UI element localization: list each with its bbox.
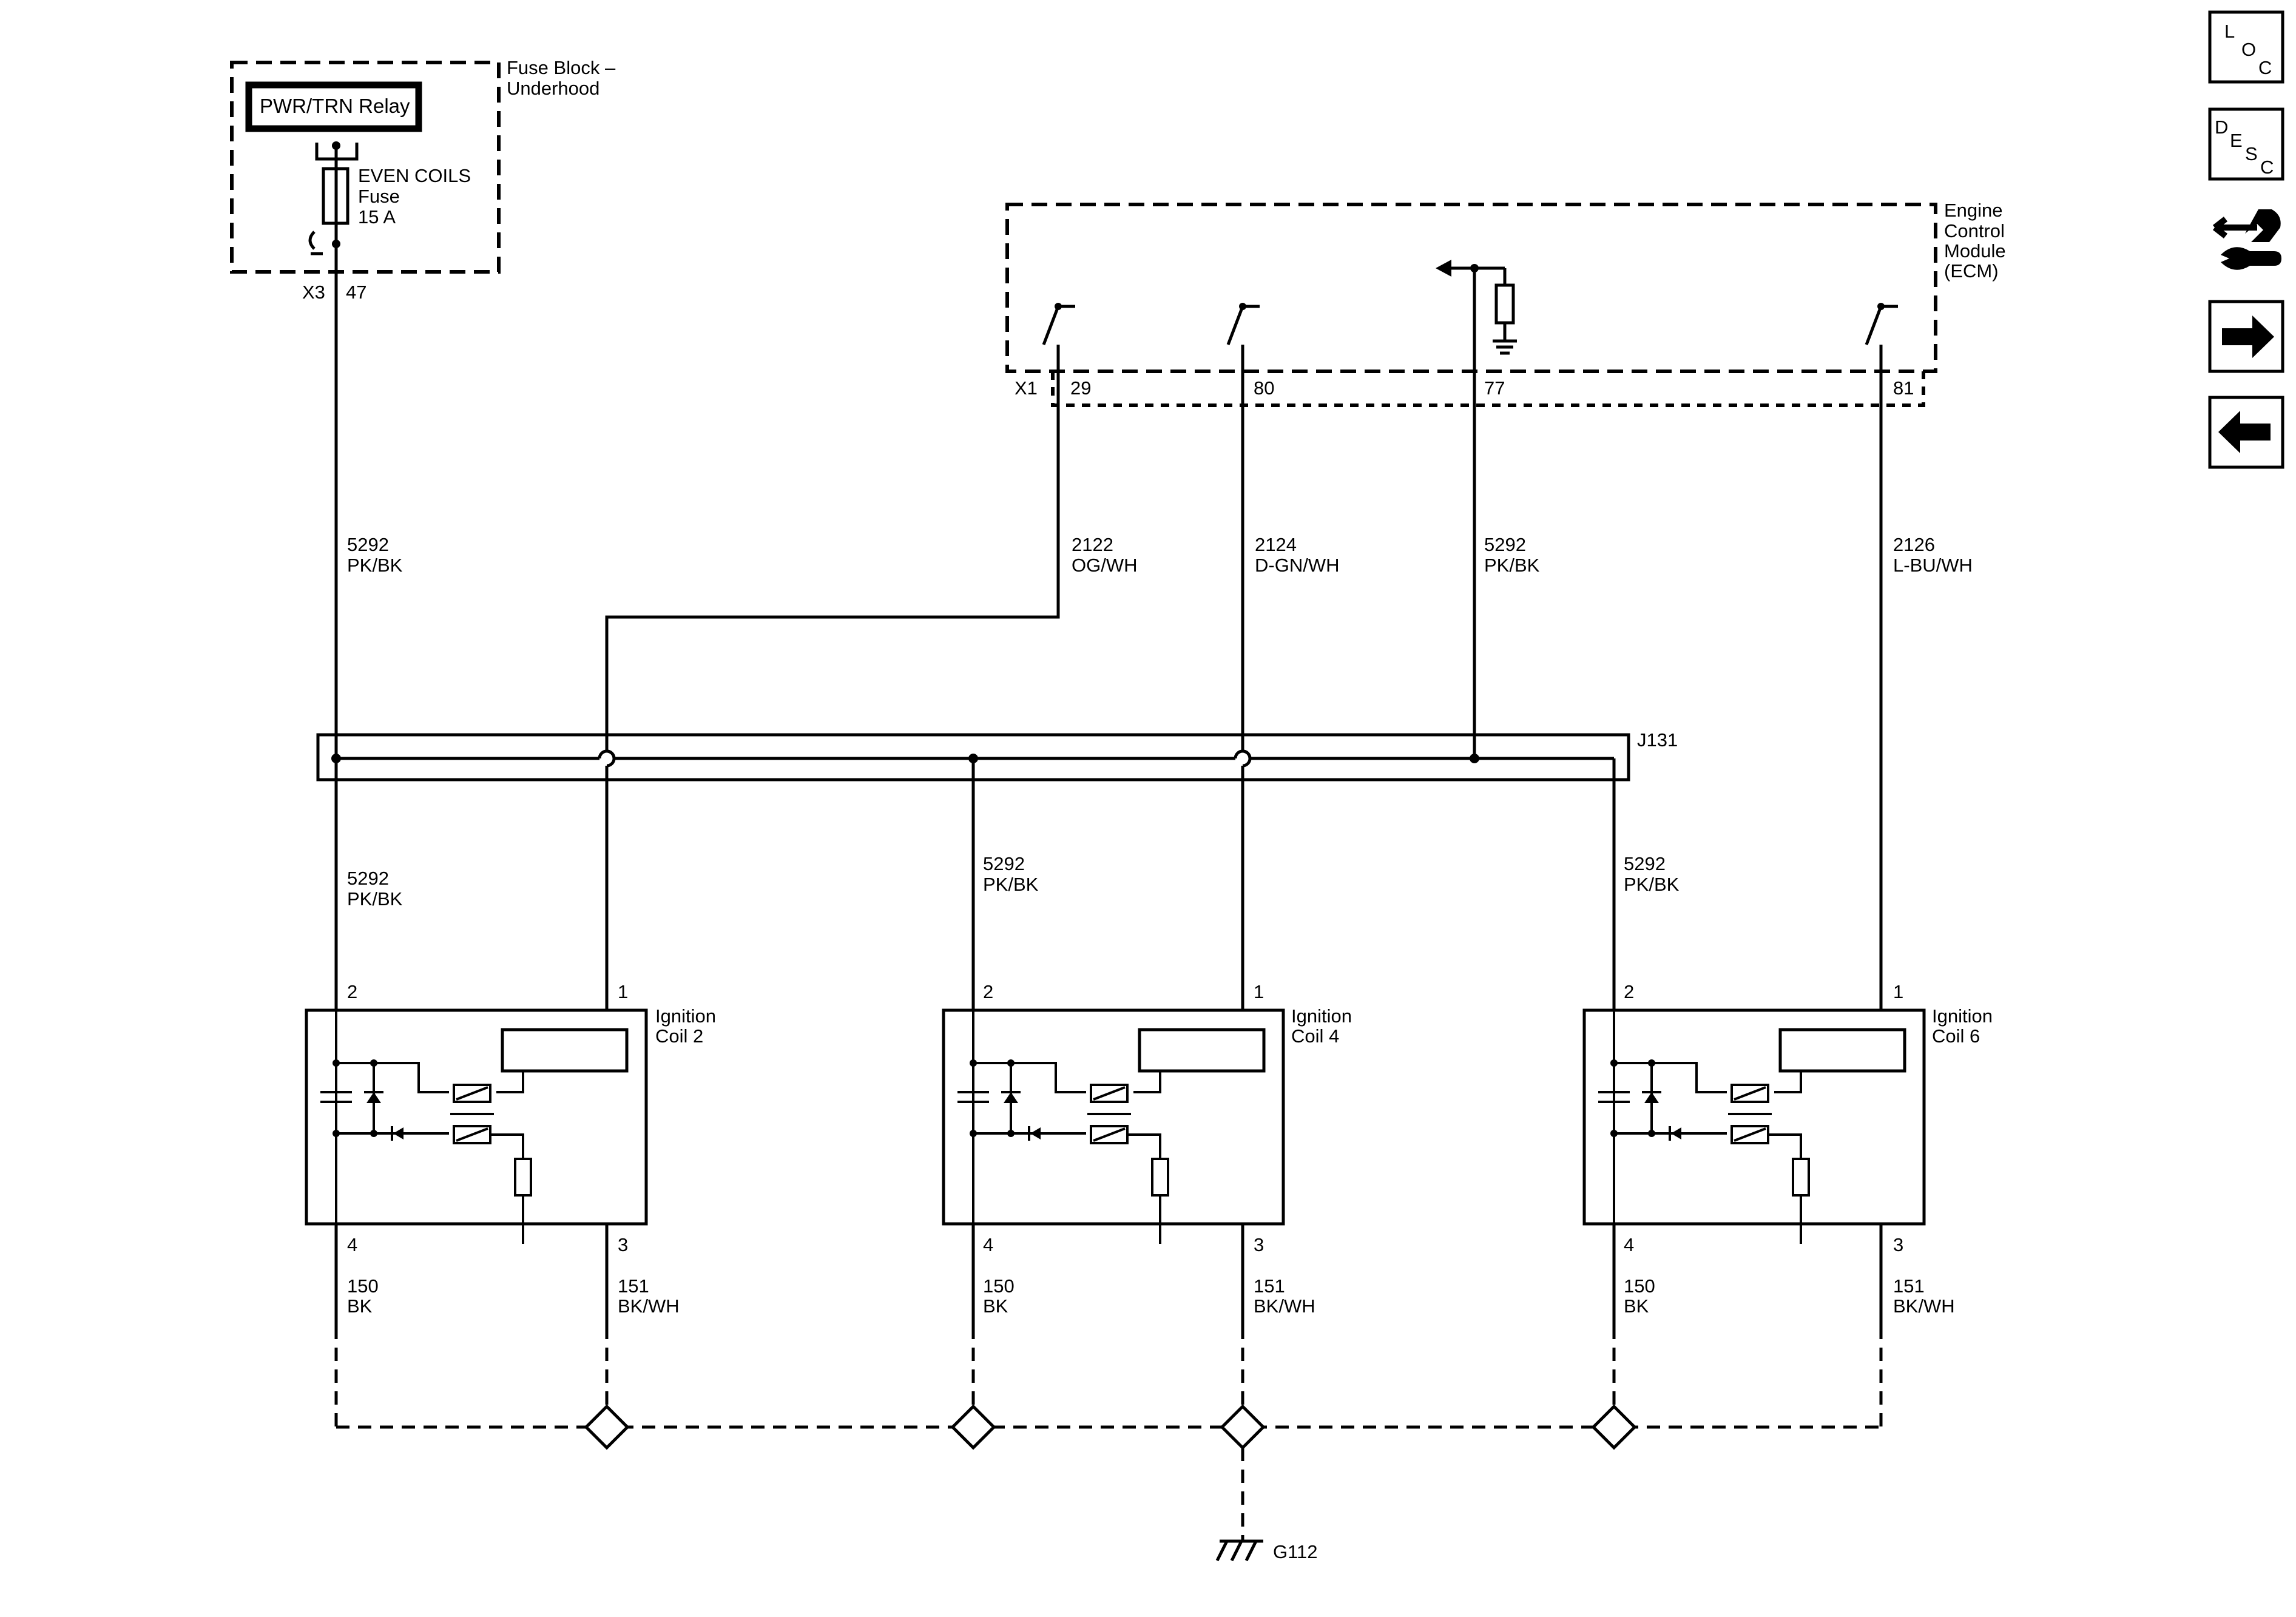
coil6-pin-2: 2 (1624, 981, 1634, 1002)
ecm-title-1: Engine (1944, 200, 2003, 221)
loc-button[interactable]: L O C (2208, 10, 2284, 84)
ecm-pin-80: 80 (1254, 377, 1274, 399)
wire-2124-color: D-GN/WH (1255, 555, 1339, 576)
coil6-ref-circuit: 151 (1893, 1275, 1925, 1297)
wire-ecm77-circuit: 5292 (1484, 534, 1526, 555)
wire-feed-color: PK/BK (347, 555, 403, 576)
ground-splice-diamond (584, 1404, 630, 1450)
coil2-ref-color: BK/WH (618, 1295, 680, 1317)
coil4-ref-color: BK/WH (1254, 1295, 1315, 1317)
chassis-ground-icon (1215, 1539, 1263, 1562)
wire-feed-circuit: 5292 (347, 534, 389, 555)
previous-arrow-icon (2218, 411, 2271, 453)
pwr-trn-relay-label: PWR/TRN Relay (260, 95, 410, 117)
ignition-coil-4: Ignition Coil 4 2 1 4 3 (942, 981, 1352, 1255)
coil6-pin-4: 4 (1624, 1234, 1634, 1255)
coil6-feed-color: PK/BK (1624, 874, 1680, 895)
coil4-ground-color: BK (983, 1295, 1008, 1317)
ecm-title-3: Module (1944, 240, 2006, 262)
coil2-pin-1: 1 (618, 981, 628, 1002)
ecm-pin-81: 81 (1893, 377, 1914, 399)
coil4-pin-2: 2 (983, 981, 993, 1002)
desc-letter-e: E (2230, 130, 2243, 151)
coil2-feed-color: PK/BK (347, 888, 403, 910)
coil6-ref-color: BK/WH (1893, 1295, 1955, 1317)
loc-letter-l: L (2224, 21, 2235, 42)
fuse-rating: 15 A (358, 206, 396, 228)
previous-arrow-button[interactable] (2208, 396, 2284, 469)
coil4-pin-4: 4 (983, 1234, 993, 1255)
desc-letter-s: S (2245, 143, 2258, 164)
coil2-pin-4: 4 (347, 1234, 357, 1255)
desc-letter-c: C (2260, 157, 2274, 178)
pwr-trn-relay-box (245, 81, 422, 132)
ground-symbol-icon (1493, 339, 1517, 355)
fuse-block-underhood: Fuse Block – Underhood PWR/TRN Relay EVE… (230, 57, 616, 303)
coil6-feed-circuit: 5292 (1624, 853, 1666, 874)
ecm-title-2: Control (1944, 220, 2005, 241)
desc-letter-d: D (2215, 116, 2228, 138)
circuit-wires (334, 244, 1883, 1326)
coil6-name-2: Coil 6 (1932, 1025, 1980, 1047)
wire-2126-circuit: 2126 (1893, 534, 1935, 555)
fuse-connector-x3: X3 (302, 282, 325, 303)
desc-button[interactable]: D E S C (2208, 107, 2284, 181)
ground-g112-label: G112 (1273, 1541, 1318, 1562)
ignition-coil-6: Ignition Coil 6 2 1 4 3 (1582, 981, 1993, 1255)
next-arrow-button[interactable] (2208, 300, 2284, 373)
coil4-name-2: Coil 4 (1291, 1025, 1339, 1047)
coil6-pin-3: 3 (1893, 1234, 1903, 1255)
ecm-title-4: (ECM) (1944, 260, 1999, 282)
wire-2124-circuit: 2124 (1255, 534, 1297, 555)
wire-ecm77-color: PK/BK (1484, 555, 1540, 576)
coil2-ground-circuit: 150 (347, 1275, 379, 1297)
coil4-ground-circuit: 150 (983, 1275, 1015, 1297)
ignition-coil-2: Ignition Coil 2 2 1 4 3 (305, 981, 716, 1255)
coil2-name-2: Coil 2 (655, 1025, 703, 1047)
ground-splice-diamond (1591, 1404, 1637, 1450)
connector-repair-icon[interactable] (2210, 200, 2285, 285)
coil4-ref-circuit: 151 (1254, 1275, 1285, 1297)
loc-letter-c: C (2258, 57, 2272, 78)
coil2-ground-color: BK (347, 1295, 373, 1317)
engine-control-module: Engine Control Module (ECM) X1 29 80 77 … (1005, 200, 2006, 407)
ground-splice-diamond (950, 1404, 996, 1450)
coil2-pin-3: 3 (618, 1234, 628, 1255)
pull-down-resistor (1494, 283, 1515, 325)
wire-2122-color: OG/WH (1072, 555, 1138, 576)
wire-2126-color: L-BU/WH (1893, 555, 1973, 576)
next-arrow-icon (2222, 316, 2274, 358)
loc-letter-o: O (2241, 39, 2256, 60)
sense-arrow-icon (1436, 260, 1451, 277)
coil4-pin-1: 1 (1254, 981, 1264, 1002)
coil2-pin-2: 2 (347, 981, 357, 1002)
wire-2122-circuit: 2122 (1072, 534, 1113, 555)
coil4-feed-circuit: 5292 (983, 853, 1025, 874)
ground-splice-diamond (1220, 1404, 1266, 1450)
coil6-ground-color: BK (1624, 1295, 1649, 1317)
coil6-ground-circuit: 150 (1624, 1275, 1655, 1297)
fuse-block-title-2: Underhood (507, 78, 599, 99)
fuse-word: Fuse (358, 186, 400, 207)
coil6-name-1: Ignition (1932, 1005, 1993, 1027)
ecm-connector-x1: X1 (1015, 377, 1038, 399)
coil2-ref-circuit: 151 (618, 1275, 649, 1297)
fuse-block-title-1: Fuse Block – (507, 57, 616, 78)
splice-pack-j131: J131 (316, 729, 1678, 781)
coil6-pin-1: 1 (1893, 981, 1903, 1002)
coil2-name-1: Ignition (655, 1005, 716, 1027)
splice-label: J131 (1637, 729, 1678, 751)
ecm-pin-29: 29 (1070, 377, 1091, 399)
coil4-feed-color: PK/BK (983, 874, 1039, 895)
coil4-name-1: Ignition (1291, 1005, 1352, 1027)
ground-distribution (334, 1326, 1883, 1541)
coil4-pin-3: 3 (1254, 1234, 1264, 1255)
ecm-pin-77: 77 (1484, 377, 1505, 399)
fuse-pin-47: 47 (346, 282, 366, 303)
coil2-feed-circuit: 5292 (347, 868, 389, 889)
fuse-name: EVEN COILS (358, 165, 471, 186)
